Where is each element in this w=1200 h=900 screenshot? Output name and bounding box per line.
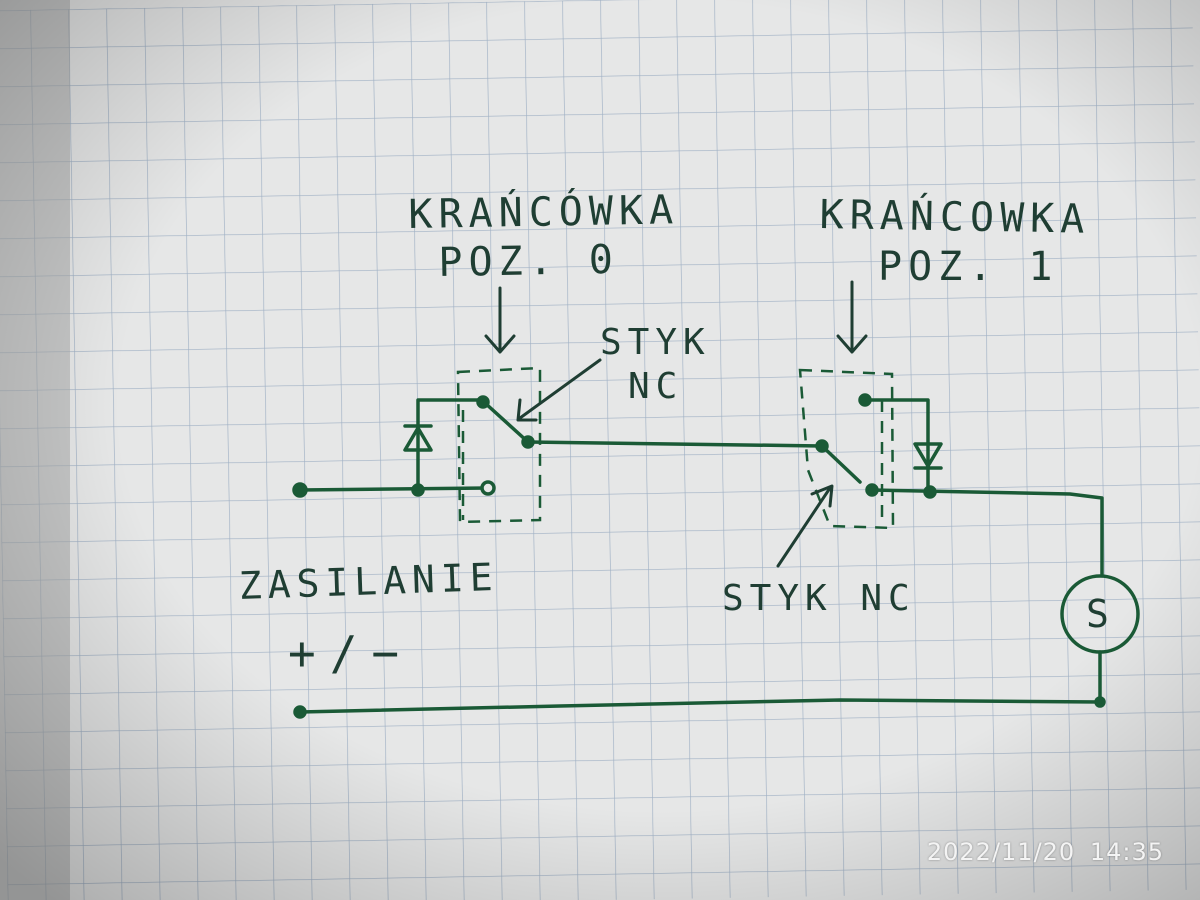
arrow-right-switch	[836, 280, 868, 354]
return-wire	[298, 698, 1102, 714]
motor-label: S	[1086, 592, 1109, 636]
arrow-contact-bottom	[776, 484, 834, 568]
right-diode-wire	[863, 398, 930, 492]
right-diode-symbol	[913, 442, 943, 470]
terminal-minus	[293, 705, 307, 719]
power-label: ZASILANIE	[238, 554, 500, 608]
circuit	[292, 393, 1140, 719]
timestamp-watermark: 2022/11/20 14:35	[926, 838, 1164, 866]
arrow-contact-top	[516, 358, 602, 422]
right-switch-housing	[798, 368, 895, 530]
switch-housings	[456, 366, 895, 530]
switch-left-position: POZ. 0	[438, 236, 620, 286]
left-diode-symbol	[403, 424, 433, 452]
left-diode-wire	[416, 398, 485, 492]
contact-top-label: STYK	[600, 322, 711, 363]
contact-left-lower	[480, 480, 496, 496]
contact-bottom-label: STYK NC	[722, 578, 916, 619]
supply-wire-top	[298, 486, 490, 492]
pointer-arrows	[484, 280, 868, 568]
power-polarity: +/−	[288, 626, 414, 680]
switch-right-position: POZ. 1	[878, 244, 1059, 290]
motor-wire-top	[870, 488, 1104, 576]
switch-left-title: KRAŃCÓWKA	[408, 187, 680, 238]
left-switch-lever	[483, 401, 530, 444]
middle-wire	[526, 440, 824, 448]
contact-top-type: NC	[628, 366, 684, 407]
switch-right-title: KRAŃCOWKA	[819, 192, 1091, 243]
arrow-left-switch	[484, 286, 516, 354]
left-switch-housing	[456, 366, 542, 524]
right-switch-lever	[820, 444, 862, 484]
terminal-plus	[292, 482, 308, 498]
